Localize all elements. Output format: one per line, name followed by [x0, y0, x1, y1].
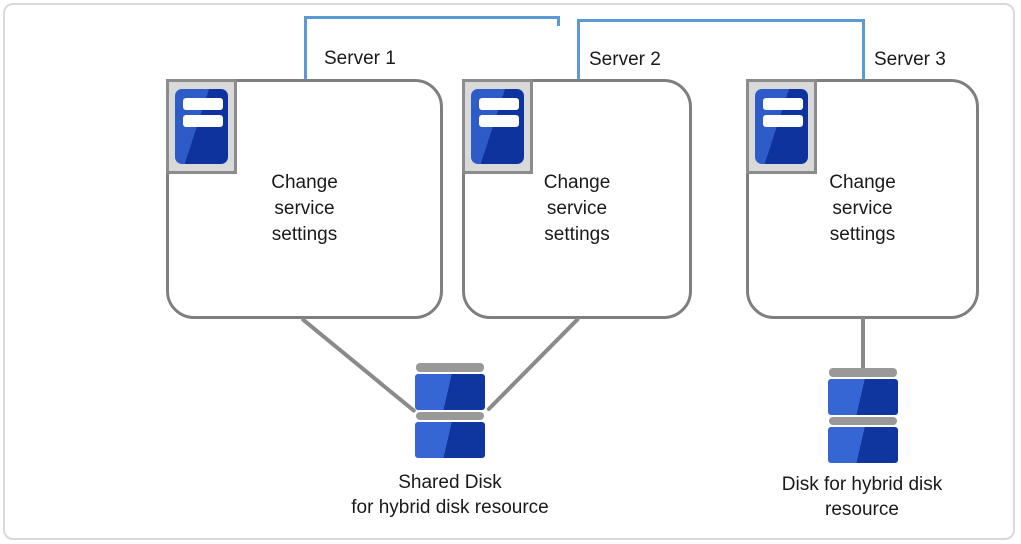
hybrid-disk-icon: [828, 427, 898, 463]
hybrid-disk-label: Disk for hybrid disk resource: [781, 474, 943, 520]
hybrid-disk-icon: [829, 368, 897, 377]
server-icon: [175, 89, 228, 164]
shared-disk-icon: [416, 363, 484, 372]
shared-disk-icon: [416, 412, 484, 420]
shared-disk-label: Shared Disk for hybrid disk resource: [351, 472, 549, 518]
connector-server3-disk: [861, 317, 865, 370]
server-1-icon-frame: [166, 79, 237, 174]
server-2-icon-frame: [462, 79, 533, 174]
diagram-frame: [3, 3, 1015, 540]
network-line-elbow: [557, 16, 560, 26]
shared-disk-icon: [415, 374, 485, 410]
server-icon-slot: [763, 115, 803, 127]
server-3-icon-frame: [746, 79, 817, 174]
server-icon: [471, 89, 524, 164]
shared-disk-icon: [415, 422, 485, 458]
hybrid-disk-icon: [829, 417, 897, 425]
network-drop-server1: [304, 16, 307, 81]
network-line-server1-server2: [304, 16, 560, 19]
server-3-action-text: Change service settings: [829, 172, 896, 245]
server-2-action-text: Change service settings: [543, 172, 611, 245]
server-1-action-text: Change service settings: [271, 172, 338, 245]
network-drop-server2: [577, 19, 580, 81]
server-icon-slot: [479, 98, 519, 110]
server-2-label: Server 2: [589, 49, 661, 70]
server-1-label: Server 1: [324, 48, 396, 69]
server-3-label: Server 3: [874, 49, 946, 70]
server-icon: [755, 89, 808, 164]
server-icon-slot: [183, 98, 223, 110]
server-2-box: Change service settings: [462, 79, 692, 319]
hybrid-disk-icon: [828, 379, 898, 415]
network-line-server2-server3: [577, 19, 865, 22]
server-icon-slot: [183, 115, 223, 127]
server-icon-slot: [763, 98, 803, 110]
server-icon-slot: [479, 115, 519, 127]
network-drop-server3: [862, 19, 865, 81]
